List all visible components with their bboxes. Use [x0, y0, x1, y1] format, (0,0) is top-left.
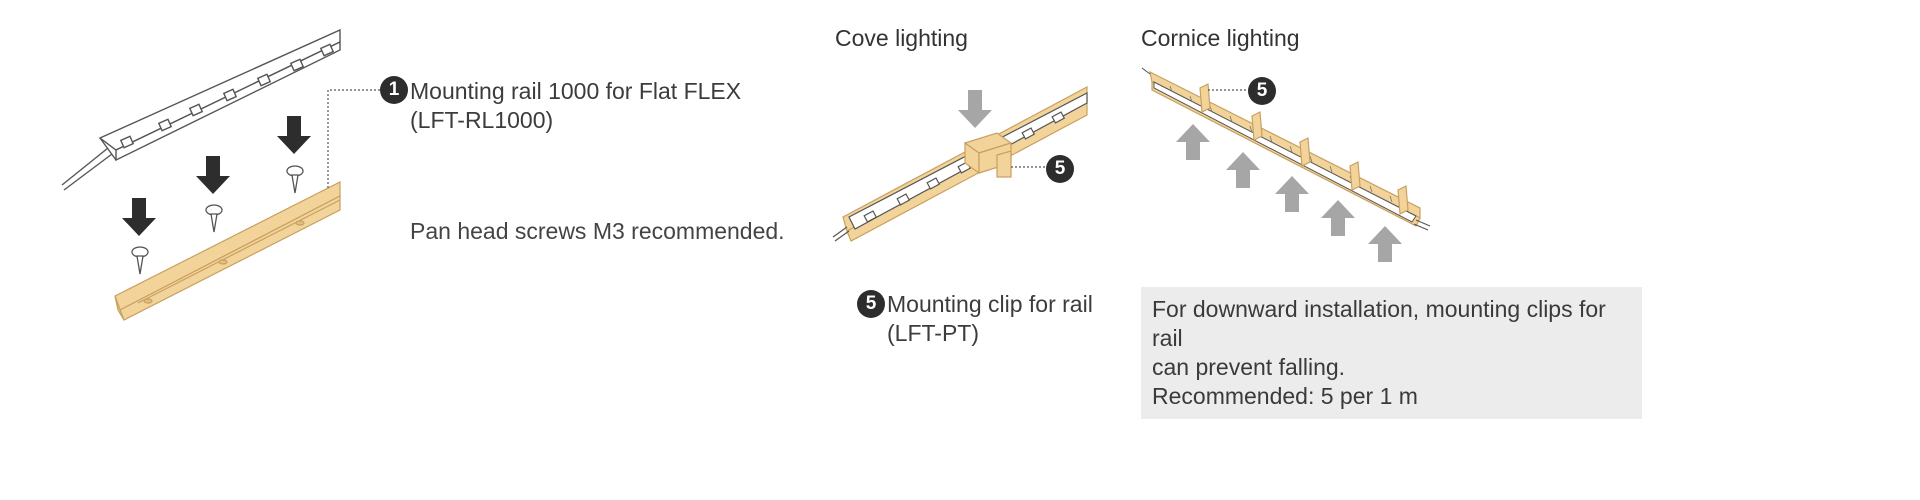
cove-lighting-diagram [832, 86, 1088, 242]
mounting-clip [963, 132, 1013, 178]
mounting-clip [1199, 83, 1409, 215]
arrow-down-icon [122, 116, 311, 236]
callout-line-1: Mounting rail 1000 for Flat FLEX [410, 78, 742, 104]
installation-diagram-left [61, 28, 382, 321]
info-line-2: can prevent falling. [1152, 354, 1346, 380]
mounting-rail [114, 181, 341, 321]
callout-line-2: (LFT-RL1000) [410, 107, 554, 133]
callout-mounting-rail-text: Mounting rail 1000 for Flat FLEX (LFT-RL… [410, 77, 741, 135]
info-line-1: For downward installation, mounting clip… [1152, 296, 1606, 351]
cornice-clip-badge: 5 [1248, 77, 1276, 105]
cornice-lighting-heading: Cornice lighting [1141, 25, 1300, 51]
callout-mounting-clip-text: Mounting clip for rail (LFT-PT) [887, 290, 1093, 348]
arrow-down-icon [958, 90, 992, 128]
callout-line-1: Mounting clip for rail [887, 291, 1093, 317]
cornice-lighting-diagram [1141, 67, 1431, 262]
cornice-info-box: For downward installation, mounting clip… [1141, 287, 1642, 419]
callout-mounting-rail: 1 [380, 76, 408, 104]
led-strip [61, 28, 341, 191]
callout-number-badge: 5 [857, 290, 885, 318]
callout-number-badge: 1 [380, 76, 408, 104]
info-line-3: Recommended: 5 per 1 m [1152, 383, 1418, 409]
screw-note: Pan head screws M3 recommended. [410, 218, 785, 244]
cove-clip-badge: 5 [1046, 155, 1074, 183]
leader-line [327, 89, 382, 188]
cove-lighting-heading: Cove lighting [835, 25, 968, 51]
callout-line-2: (LFT-PT) [887, 320, 979, 346]
arrow-up-icon [1176, 124, 1402, 262]
callout-mounting-clip: 5 [857, 290, 885, 318]
screw-icon [131, 165, 304, 275]
